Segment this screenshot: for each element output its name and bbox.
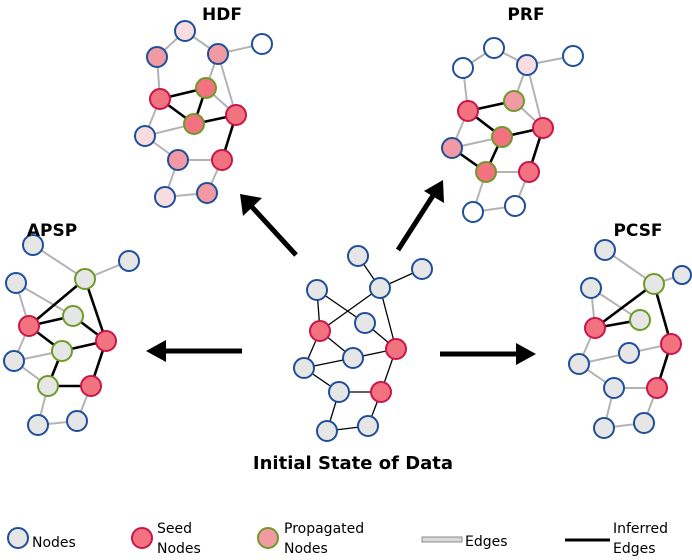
initial-node [411,258,433,280]
pcsf-node [580,277,602,299]
initial-state-title: Initial State of Data [253,453,453,474]
prf-node [462,201,484,223]
pcsf-propagated-node [643,273,665,295]
legend-nodes-label: Nodes [32,535,76,551]
legend-node-swatch [7,527,29,549]
apsp-seed-node [18,315,40,337]
prf-propagated-node [475,161,497,183]
legend: Nodes Seed Nodes Propagated Nodes Edges … [7,521,668,557]
legend-propagated-label-1: Propagated [284,521,364,537]
legend-inferred-label-2: Edges [613,541,656,557]
pcsf-seed-node [646,377,668,399]
arrowhead-apsp [146,340,166,362]
apsp-propagated-node [62,305,84,327]
prf-title: PRF [507,5,544,25]
legend-propagated-swatch [257,527,279,549]
initial-seed-node [370,381,392,403]
pcsf-seed-node [660,333,682,355]
apsp-seed-node [80,375,102,397]
apsp-node [3,350,25,372]
pcsf-node [594,239,616,261]
initial-node [342,347,364,369]
pcsf-node [618,342,640,364]
apsp-propagated-node [51,340,73,362]
apsp-propagated-node [37,375,59,397]
pcsf-node [633,412,655,434]
prf-seed-node [518,161,540,183]
pcsf-node [568,353,590,375]
initial-node [369,277,391,299]
initial-node [306,279,328,301]
initial-node [354,312,376,334]
legend-edge-swatch [421,536,463,543]
arrowhead-hdf [240,194,262,216]
prf-propagated-node [503,90,525,112]
arrowhead-pcsf [516,343,536,365]
prf-node [483,37,505,59]
legend-edges-label: Edges [465,534,508,550]
initial-node [328,381,350,403]
apsp-network [3,234,140,436]
legend-seed-swatch [131,527,153,549]
pcsf-node [603,377,625,399]
apsp-node [118,250,140,272]
legend-seed-label-1: Seed [157,521,192,537]
pcsf-propagated-node [629,309,651,331]
arrow-to-prf [395,192,437,252]
prf-node [441,137,463,159]
hdf-node [207,43,229,65]
initial-network [293,245,433,442]
prf-node [562,45,584,67]
hdf-network [134,20,273,208]
hdf-node [154,186,176,208]
legend-inferred-label-1: Inferred [613,521,668,537]
apsp-title: APSP [27,221,77,241]
hdf-node [174,20,196,42]
hdf-seed-node [225,104,247,126]
apsp-propagated-node [74,268,96,290]
apsp-node [27,414,49,436]
prf-node [516,54,538,76]
pcsf-network [568,239,692,439]
legend-seed-label-2: Nodes [157,541,201,557]
prf-seed-node [457,100,479,122]
hdf-node [134,125,156,147]
pcsf-node [593,417,615,439]
hdf-node [167,149,189,171]
hdf-node [146,46,168,68]
hdf-propagated-node [195,77,217,99]
hdf-node [251,33,273,55]
pcsf-title: PCSF [613,221,662,241]
prf-seed-node [532,117,554,139]
prf-propagated-node [491,126,513,148]
apsp-node [66,410,88,432]
arrow-to-hdf [250,205,298,257]
initial-node [347,245,369,267]
initial-seed-node [385,338,407,360]
hdf-title: HDF [202,5,242,25]
initial-node [357,415,379,437]
hdf-seed-node [149,88,171,110]
prf-node [504,195,526,217]
pcsf-seed-node [584,317,606,339]
prf-node [452,57,474,79]
apsp-seed-node [95,330,117,352]
initial-seed-node [309,320,331,342]
hdf-seed-node [211,149,233,171]
hdf-node [196,182,218,204]
initial-node [293,357,315,379]
apsp-node [22,234,44,256]
prf-network [441,37,584,223]
pcsf-node [672,265,692,285]
legend-propagated-label-2: Nodes [284,541,328,557]
arrowhead-prf [424,180,444,203]
hdf-propagated-node [183,113,205,135]
apsp-node [5,272,27,294]
initial-node [316,420,338,442]
